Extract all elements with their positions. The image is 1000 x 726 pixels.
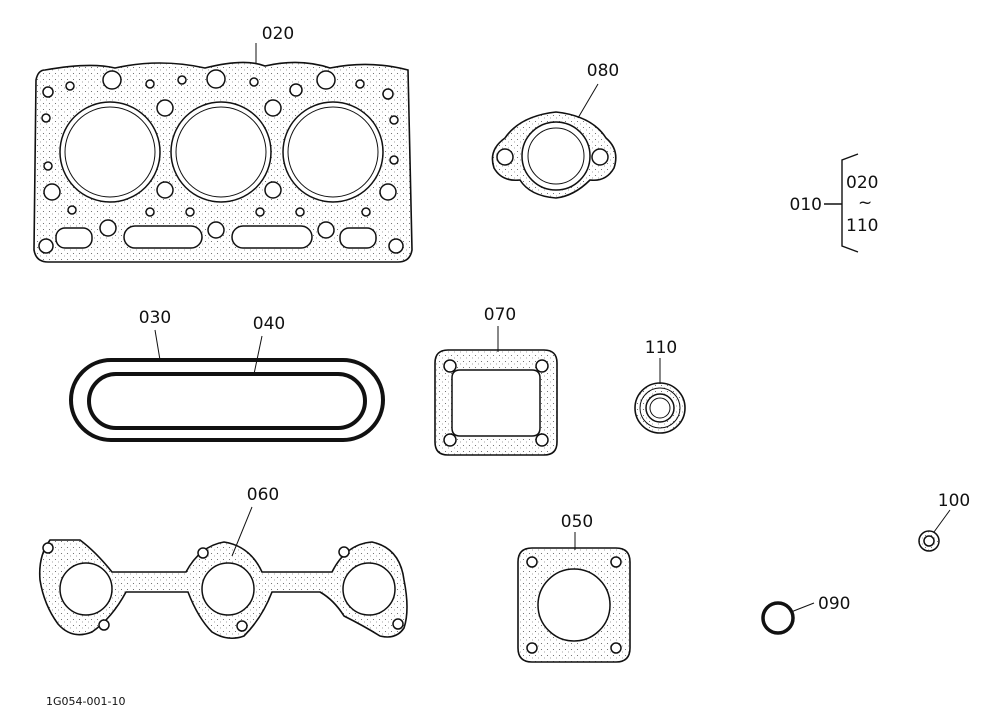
callout-030: 030 <box>139 308 171 328</box>
callout-100: 100 <box>938 491 970 511</box>
callout-060: 060 <box>247 485 279 505</box>
kit-range-to: 110 <box>846 216 878 236</box>
callout-070: 070 <box>484 305 516 325</box>
square-gasket-070 <box>434 349 558 456</box>
kit-range-tilde: ~ <box>858 193 872 213</box>
callout-020: 020 <box>262 24 294 44</box>
drawing-code: 1G054-001-10 <box>46 695 125 708</box>
callout-040: 040 <box>253 314 285 334</box>
callout-050: 050 <box>561 512 593 532</box>
oil-seal-110 <box>634 382 686 434</box>
callout-080: 080 <box>587 61 619 81</box>
callout-110: 110 <box>645 338 677 358</box>
exhaust-manifold-gasket <box>38 539 408 640</box>
washer-100 <box>918 530 940 552</box>
kit-range-from: 020 <box>846 173 878 193</box>
square-gasket-050 <box>517 547 631 663</box>
flange-gasket-080 <box>491 111 617 199</box>
callout-090: 090 <box>818 594 850 614</box>
kit-range-bracket <box>824 153 859 253</box>
cylinder-head-gasket <box>33 61 413 263</box>
rocker-cover-gasket <box>69 358 385 442</box>
o-ring-090 <box>761 601 795 635</box>
kit-range-main: 010 <box>790 195 822 215</box>
